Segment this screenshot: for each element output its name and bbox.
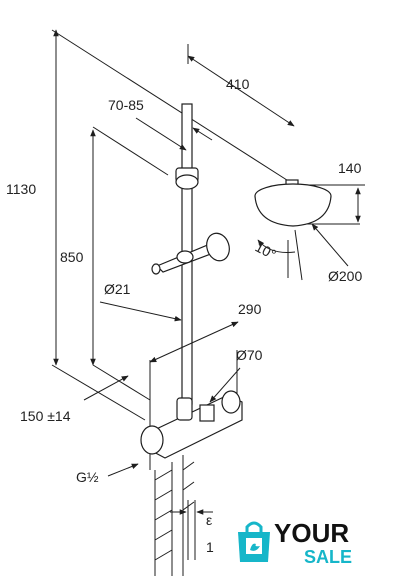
- arm-reach-label: 410: [226, 76, 250, 92]
- extension-lines: [51, 29, 365, 560]
- body-diameter-label: Ø70: [236, 347, 263, 363]
- head-diameter-label: Ø200: [328, 268, 362, 284]
- center-distance-label: 150 ±14: [20, 408, 71, 424]
- logo-word-sale: SALE: [304, 547, 352, 567]
- mixer-width-label: 290: [238, 301, 262, 317]
- pipe-diameter-label: Ø21: [104, 281, 131, 297]
- your-sale-logo: YOUR SALE: [238, 518, 352, 567]
- shopping-bag-icon: [238, 521, 270, 562]
- offset-symbol-label: ε: [206, 512, 212, 528]
- slider-clamp: [175, 167, 199, 190]
- hand-shower: [151, 232, 230, 275]
- tilt-angle-label: 10°: [253, 239, 279, 263]
- overhead-shower-head: [254, 179, 332, 227]
- thread-label: G½: [76, 469, 99, 485]
- slide-range-label: 70-85: [108, 97, 144, 113]
- shower-arm: [181, 92, 294, 180]
- total-height-label: 1130: [6, 181, 36, 197]
- holder-height-label: 850: [60, 249, 84, 265]
- thermostatic-mixer: [140, 390, 243, 459]
- head-offset-label: 140: [338, 160, 362, 176]
- logo-word-your: YOUR: [274, 518, 349, 548]
- wall-hatching: [154, 455, 195, 576]
- offset-value-label: 1: [206, 539, 214, 555]
- dimension-lines: [53, 29, 361, 515]
